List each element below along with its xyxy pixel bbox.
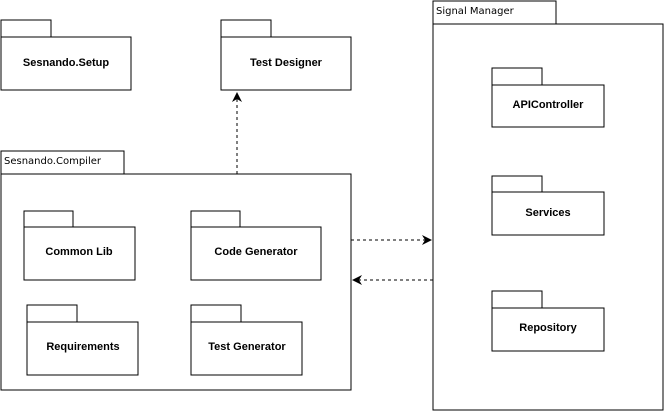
package-api-controller[interactable]: APIController: [491, 67, 605, 128]
package-label: Test Designer: [250, 57, 323, 69]
package-tab: [190, 210, 241, 228]
package-tab: [26, 304, 78, 323]
package-body: [491, 307, 605, 352]
package-common-lib[interactable]: Common Lib: [23, 210, 136, 281]
container-sesnando-compiler[interactable]: Sesnando.Compiler Common Lib Code Genera…: [0, 150, 352, 391]
package-body: [491, 191, 605, 236]
package-tab: [491, 290, 543, 309]
package-test-designer[interactable]: Test Designer: [220, 19, 352, 91]
package-label: Test Generator: [208, 341, 286, 353]
package-label: Requirements: [46, 341, 119, 353]
container-label: Signal Manager: [436, 6, 515, 17]
package-tab: [491, 175, 543, 193]
package-body: [0, 36, 132, 91]
container-label: Sesnando.Compiler: [4, 156, 102, 167]
package-label: APIController: [513, 99, 585, 111]
package-label: Repository: [519, 322, 577, 334]
package-body: [26, 321, 139, 376]
package-label: Common Lib: [45, 246, 112, 258]
package-body: [23, 226, 136, 281]
package-code-generator[interactable]: Code Generator: [190, 210, 322, 281]
package-body: [190, 226, 322, 281]
container-signal-manager[interactable]: Signal Manager APIController Services Re…: [432, 0, 664, 411]
package-services[interactable]: Services: [491, 175, 605, 236]
package-requirements[interactable]: Requirements: [26, 304, 139, 376]
package-tab: [0, 19, 52, 38]
package-repository[interactable]: Repository: [491, 290, 605, 352]
package-tab: [220, 19, 272, 38]
package-body: [491, 84, 605, 128]
package-tab: [23, 210, 74, 228]
package-body: [190, 321, 303, 376]
package-label: Services: [525, 207, 570, 219]
package-tab: [491, 67, 543, 86]
package-tab: [190, 304, 242, 323]
package-body: [220, 36, 352, 91]
package-label: Sesnando.Setup: [23, 57, 109, 69]
package-label: Code Generator: [214, 246, 298, 258]
package-test-generator[interactable]: Test Generator: [190, 304, 303, 376]
package-sesnando-setup[interactable]: Sesnando.Setup: [0, 19, 132, 91]
